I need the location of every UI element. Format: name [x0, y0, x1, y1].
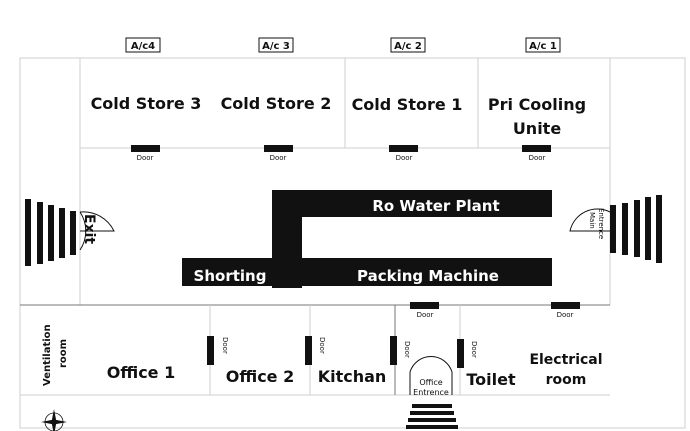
pri-cooling-label-line1: Pri Cooling	[488, 95, 586, 114]
ventilation-room-label-line2: room	[58, 339, 69, 368]
main-entrance-label-line2: Entrence	[597, 208, 605, 239]
pri-cooling-label-line2: Unite	[513, 119, 562, 138]
toilet-label: Toilet	[466, 370, 516, 389]
compass-rose-icon	[41, 409, 67, 431]
ac-unit-3: A/c 3	[258, 37, 294, 53]
kitchan-label: Kitchan	[318, 367, 387, 386]
exit-stairs[interactable]	[25, 199, 76, 266]
cold-store-3-label: Cold Store 3	[91, 94, 202, 113]
ventilation-room-label-line1: Ventilation	[42, 324, 53, 386]
door-label: Door	[396, 154, 413, 162]
exit-label: Exit	[81, 214, 97, 244]
ac-unit-4-label: A/c4	[131, 41, 155, 52]
ac-unit-3-label: A/c 3	[262, 41, 290, 52]
ac-unit-2: A/c 2	[390, 37, 426, 53]
door-label: Door	[318, 337, 326, 354]
office-entrance-label-line1: Office	[419, 378, 442, 387]
door-cold-store-2[interactable]: Door	[264, 145, 293, 162]
electrical-room-label-line2: room	[546, 372, 587, 388]
office-entrance-door-arc	[409, 356, 453, 395]
ac-unit-4: A/c4	[125, 37, 161, 53]
packing-machine-label: Packing Machine	[357, 267, 499, 285]
door-kitchan[interactable]: Door	[305, 336, 326, 365]
office-entrance-stairs[interactable]	[406, 404, 458, 429]
exit-door-arc	[79, 211, 115, 232]
office-2-label: Office 2	[226, 367, 294, 386]
ac-unit-1: A/c 1	[525, 37, 561, 53]
door-label: Door	[403, 341, 411, 358]
office-entrance-label-line2: Entrence	[413, 388, 449, 397]
shorting-block	[182, 262, 272, 286]
door-pri-cooling[interactable]: Door	[522, 145, 551, 162]
door-office-2[interactable]: Door	[207, 336, 229, 365]
ro-water-plant-block	[272, 190, 552, 217]
ac-unit-1-label: A/c 1	[529, 41, 557, 52]
ro-water-plant-label: Ro Water Plant	[372, 197, 499, 215]
door-cold-store-3[interactable]: Door	[131, 145, 160, 162]
door-kitchan-corridor[interactable]: Door	[390, 336, 411, 365]
main-entrance-door-arc	[569, 208, 611, 232]
ac-unit-2-label: A/c 2	[394, 41, 422, 52]
door-toilet[interactable]: Door	[457, 339, 478, 368]
main-entrance-label-line1: Main	[588, 212, 596, 229]
door-label: Door	[270, 154, 287, 162]
cold-store-2-label: Cold Store 2	[221, 94, 332, 113]
door-cold-store-1[interactable]: Door	[389, 145, 418, 162]
electrical-room-label-line1: Electrical	[529, 352, 602, 368]
door-label: Door	[557, 311, 574, 319]
shorting-label: Shorting	[194, 267, 267, 285]
door-label: Door	[470, 341, 478, 358]
door-corridor-top[interactable]: Door	[410, 302, 439, 319]
door-label: Door	[221, 337, 229, 354]
door-label: Door	[137, 154, 154, 162]
office-1-label: Office 1	[107, 363, 175, 382]
door-electrical-top[interactable]: Door	[551, 302, 580, 319]
door-label: Door	[529, 154, 546, 162]
cold-store-1-label: Cold Store 1	[352, 95, 463, 114]
main-entrance-stairs[interactable]	[610, 195, 662, 263]
door-label: Door	[417, 311, 434, 319]
